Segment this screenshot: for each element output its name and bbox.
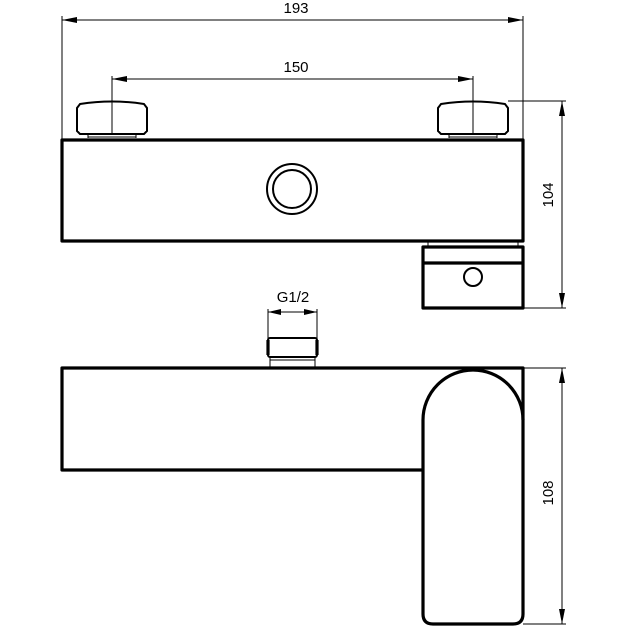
handle-front-view [421, 368, 525, 626]
dimension-label-193: 193 [283, 0, 308, 17]
arrowhead-top [559, 101, 565, 116]
dimension-label-108: 108 [540, 480, 557, 505]
outlet-fitting [266, 337, 319, 368]
dimension-top-view-depth: 104 [508, 100, 566, 309]
arrowhead-right [458, 76, 473, 82]
handle-block-top-view [421, 241, 525, 310]
dimension-overall-width: 193 [61, 0, 524, 140]
dimension-label-g1-2: G1/2 [277, 289, 310, 306]
arrowhead-bottom [559, 293, 565, 308]
dimension-front-view-height: 108 [523, 367, 566, 625]
dimension-connection-spacing: 150 [111, 59, 474, 134]
handle-pin-circle-icon [463, 267, 483, 287]
dimension-label-104: 104 [540, 182, 557, 207]
arrowhead-top [559, 368, 565, 383]
arrowhead-left [112, 76, 127, 82]
arrowhead-right [304, 309, 317, 315]
arrowhead-bottom [559, 609, 565, 624]
mixer-body-top-view [60, 138, 525, 243]
hex-nut-right [437, 100, 509, 138]
arrowhead-right [508, 17, 523, 23]
arrowhead-left [268, 309, 281, 315]
dimension-outlet-thread: G1/2 [267, 289, 318, 340]
arrowhead-left [62, 17, 77, 23]
control-knob-circle-icon [266, 163, 318, 215]
mixer-body-front-view [60, 366, 525, 472]
dimension-label-150: 150 [283, 59, 308, 76]
hex-nut-left [76, 100, 148, 138]
